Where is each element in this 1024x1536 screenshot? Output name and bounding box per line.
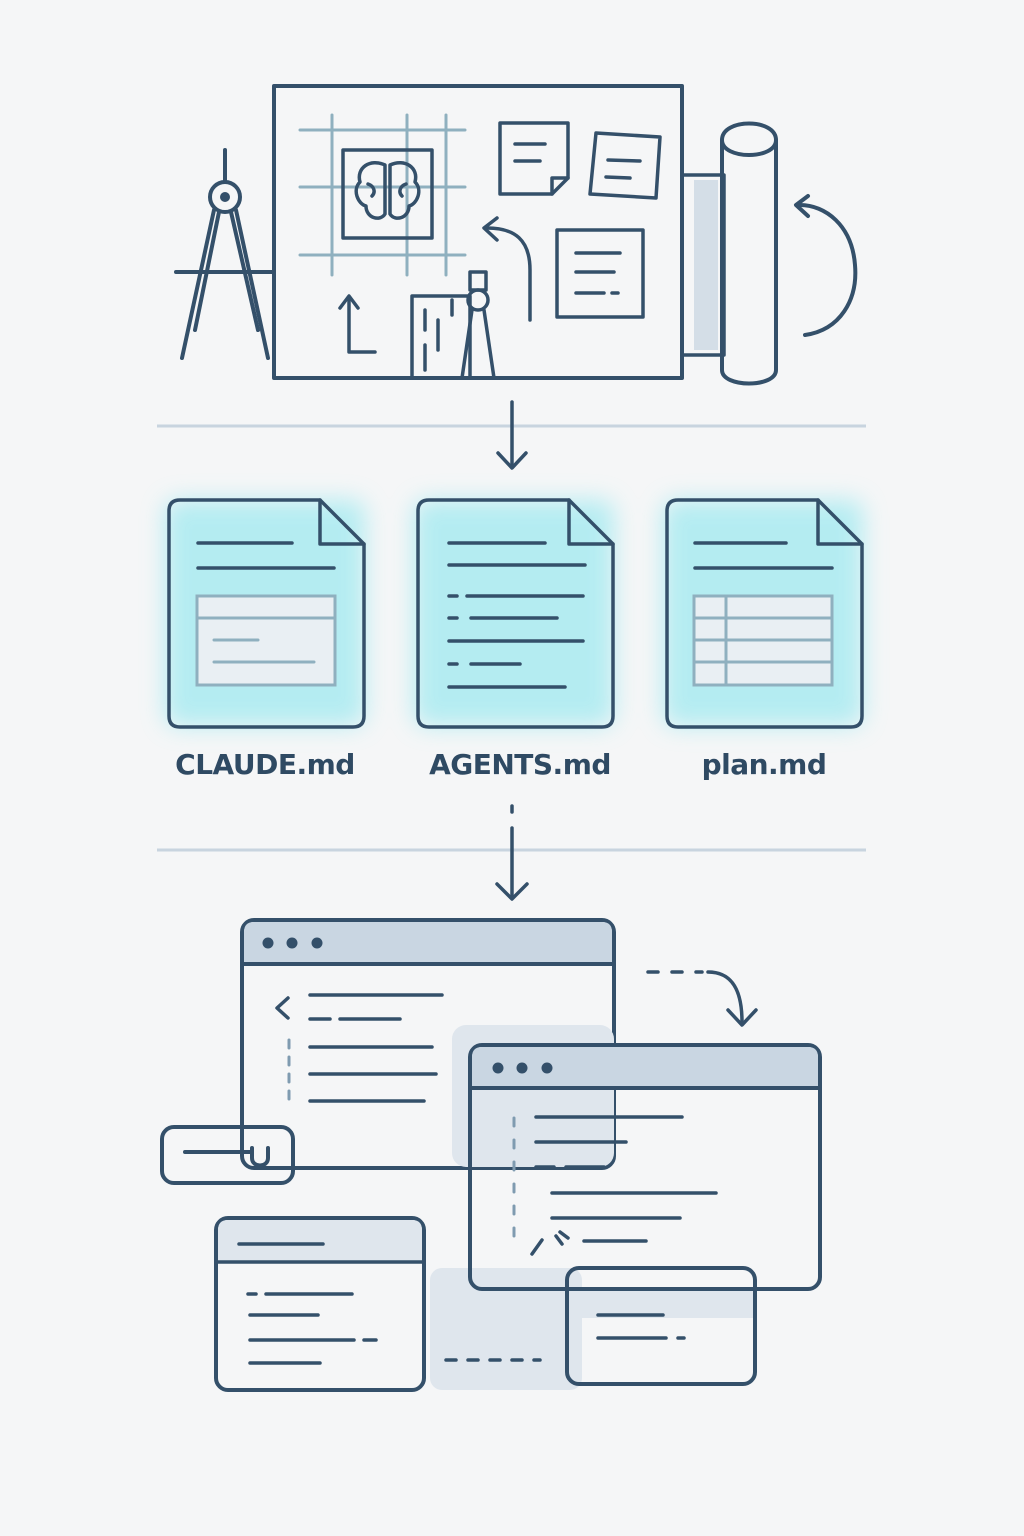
blueprint-board-icon bbox=[272, 84, 684, 380]
sticky-note-icon bbox=[555, 228, 645, 319]
claude-md-label: CLAUDE.md bbox=[175, 748, 355, 781]
toggle-key-icon bbox=[160, 1125, 295, 1185]
flow-arrow-icon bbox=[496, 400, 528, 470]
sticky-note-icon bbox=[588, 131, 662, 200]
document-icon bbox=[416, 498, 615, 729]
browser-window-icon bbox=[565, 1266, 757, 1386]
document-icon bbox=[665, 498, 864, 729]
compass-icon bbox=[174, 148, 274, 360]
brain-scan-icon bbox=[341, 148, 434, 240]
plan-md-label: plan.md bbox=[701, 748, 827, 781]
paper-roll-icon bbox=[680, 121, 858, 386]
sticky-note-icon bbox=[498, 121, 570, 196]
flow-arrow-icon bbox=[646, 970, 758, 1027]
browser-window-icon bbox=[214, 1216, 582, 1392]
agents-md-label: AGENTS.md bbox=[429, 748, 611, 781]
document-icon bbox=[167, 498, 366, 729]
flow-arrow-icon bbox=[495, 826, 529, 901]
browser-window-icon bbox=[468, 1043, 822, 1291]
